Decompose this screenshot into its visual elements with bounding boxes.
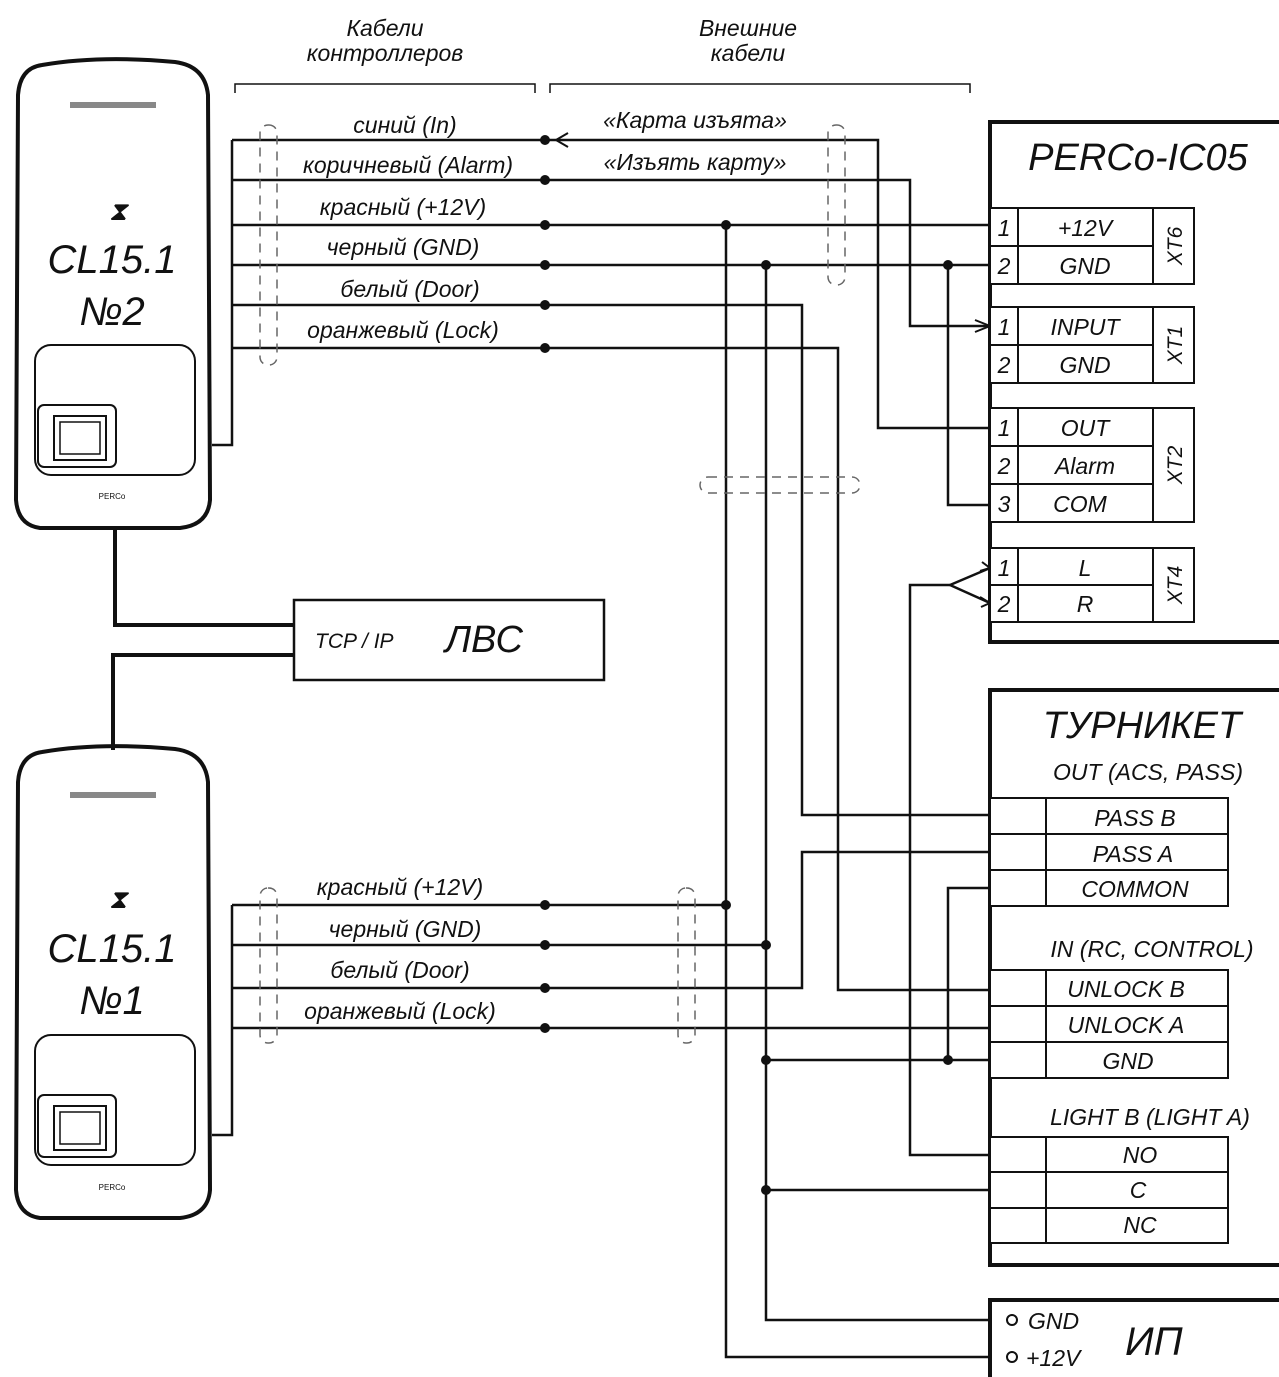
svg-text:GND: GND — [1102, 1048, 1153, 1074]
svg-text:XT4: XT4 — [1164, 566, 1187, 606]
svg-text:2: 2 — [997, 591, 1011, 617]
lan-box — [292, 598, 606, 682]
svg-text:кабели: кабели — [711, 40, 786, 66]
turnstile: ТУРНИКЕТ OUT (ACS, PASS) PASS B PASS A C… — [988, 688, 1279, 1267]
reader-1: ⧗ CL15.1 №1 PERCo — [13, 744, 213, 1220]
svg-text:XT1: XT1 — [1164, 326, 1187, 366]
junction-dots — [540, 135, 953, 1195]
svg-text:XT2: XT2 — [1164, 445, 1187, 485]
svg-text:INPUT: INPUT — [1051, 314, 1122, 340]
lan-protocol: TCP / IP — [315, 630, 394, 653]
reader-2-wire-labels: синий (In) коричневый (Alarm) красный (+… — [303, 112, 513, 343]
svg-text:Кабели: Кабели — [346, 15, 423, 41]
turnstile-out-title: OUT (ACS, PASS) — [1053, 759, 1243, 785]
reader-1-contactless-icon: ⧗ — [109, 884, 130, 914]
svg-text:коричневый (Alarm): коричневый (Alarm) — [303, 152, 513, 178]
reader-1-cable — [212, 887, 545, 1137]
controller-cables-header: Кабели контроллеров — [234, 15, 536, 93]
reader-1-button — [37, 1094, 117, 1158]
lan-name: ЛВС — [442, 619, 524, 661]
terminal-block-xt4: 1 L 2 R XT4 — [989, 547, 1195, 623]
svg-text:красный (+12V): красный (+12V) — [320, 194, 486, 220]
svg-text:1: 1 — [998, 215, 1011, 241]
reader-2-brand: PERCo — [99, 492, 126, 501]
svg-text:COM: COM — [1053, 491, 1108, 517]
svg-text:оранжевый (Lock): оранжевый (Lock) — [307, 317, 499, 343]
svg-text:COMMON: COMMON — [1081, 876, 1189, 902]
power-supply: GND +12V ИП — [988, 1298, 1279, 1377]
external-wires — [545, 124, 993, 1359]
svg-text:OUT: OUT — [1061, 415, 1112, 441]
svg-text:контроллеров: контроллеров — [307, 40, 464, 66]
svg-text:XT6: XT6 — [1164, 226, 1187, 266]
svg-text:UNLOCK A: UNLOCK A — [1068, 1012, 1185, 1038]
svg-text:оранжевый (Lock): оранжевый (Lock) — [304, 998, 496, 1024]
terminal-block-xt1: 1 INPUT 2 GND XT1 — [989, 306, 1195, 384]
svg-text:UNLOCK B: UNLOCK B — [1067, 976, 1185, 1002]
svg-text:1: 1 — [998, 314, 1011, 340]
psu-gnd-label: GND — [1028, 1308, 1079, 1334]
psu-title: ИП — [1125, 1320, 1184, 1364]
svg-text:C: C — [1130, 1177, 1147, 1203]
ic05-controller: PERCo-IC05 1 +12V 2 GND XT6 1 INPUT 2 GN… — [988, 120, 1279, 644]
terminal-block-xt6: 1 +12V 2 GND XT6 — [989, 207, 1195, 285]
svg-text:NO: NO — [1123, 1142, 1158, 1168]
reader-1-wire-labels: красный (+12V) черный (GND) белый (Door)… — [304, 874, 496, 1024]
reader-2-body — [13, 57, 213, 530]
turnstile-title: ТУРНИКЕТ — [1043, 705, 1244, 747]
svg-text:синий (In): синий (In) — [353, 112, 456, 138]
signal-card-taken: «Карта изъята» — [603, 107, 787, 133]
svg-text:3: 3 — [998, 491, 1011, 517]
reader-2-model: CL15.1 — [48, 238, 177, 282]
svg-text:GND: GND — [1059, 352, 1110, 378]
turnstile-light-pins: NO C NC — [989, 1136, 1229, 1244]
svg-text:2: 2 — [997, 352, 1011, 378]
signal-take-card: «Изъять карту» — [604, 149, 787, 175]
turnstile-in-title: IN (RC, CONTROL) — [1050, 936, 1253, 962]
reader-1-number: №1 — [79, 979, 145, 1023]
terminal-block-xt2: 1 OUT 2 Alarm 3 COM XT2 — [989, 407, 1195, 523]
svg-text:черный (GND): черный (GND) — [327, 234, 480, 260]
svg-text:Внешние: Внешние — [699, 15, 797, 41]
svg-text:NC: NC — [1123, 1212, 1157, 1238]
turnstile-in-pins: UNLOCK B UNLOCK A GND — [989, 969, 1229, 1079]
svg-text:Alarm: Alarm — [1053, 453, 1115, 479]
svg-text:2: 2 — [997, 453, 1011, 479]
svg-text:R: R — [1077, 591, 1094, 617]
reader-1-body — [13, 744, 213, 1220]
svg-text:L: L — [1079, 555, 1092, 581]
ic05-title: PERCo-IC05 — [1028, 137, 1248, 179]
svg-text:PASS B: PASS B — [1094, 805, 1175, 831]
external-cables-header: Внешние кабели — [549, 15, 971, 93]
svg-text:2: 2 — [997, 253, 1011, 279]
reader-1-brand: PERCo — [99, 1183, 126, 1192]
reader-2-cable — [212, 124, 545, 447]
reader-2-lower-panel — [34, 344, 196, 476]
reader-1-model: CL15.1 — [48, 927, 177, 971]
svg-text:красный (+12V): красный (+12V) — [317, 874, 483, 900]
svg-text:1: 1 — [998, 555, 1011, 581]
reader-1-lower-panel — [34, 1034, 196, 1166]
turnstile-out-pins: PASS B PASS A COMMON — [989, 797, 1229, 907]
svg-text:белый (Door): белый (Door) — [340, 276, 479, 302]
svg-text:черный (GND): черный (GND) — [329, 916, 482, 942]
svg-text:белый (Door): белый (Door) — [330, 957, 469, 983]
reader-2-button — [37, 404, 117, 468]
turnstile-light-title: LIGHT B (LIGHT A) — [1050, 1104, 1250, 1130]
svg-text:PASS A: PASS A — [1093, 841, 1174, 867]
reader-2-number: №2 — [79, 290, 145, 334]
svg-text:+12V: +12V — [1058, 215, 1115, 241]
lan-block: TCP / IP ЛВС — [111, 530, 606, 750]
svg-text:1: 1 — [998, 415, 1011, 441]
reader-2-contactless-icon: ⧗ — [109, 196, 130, 226]
reader-2: ⧗ CL15.1 №2 PERCo — [13, 57, 213, 530]
svg-text:GND: GND — [1059, 253, 1110, 279]
psu-12v-label: +12V — [1026, 1345, 1083, 1371]
